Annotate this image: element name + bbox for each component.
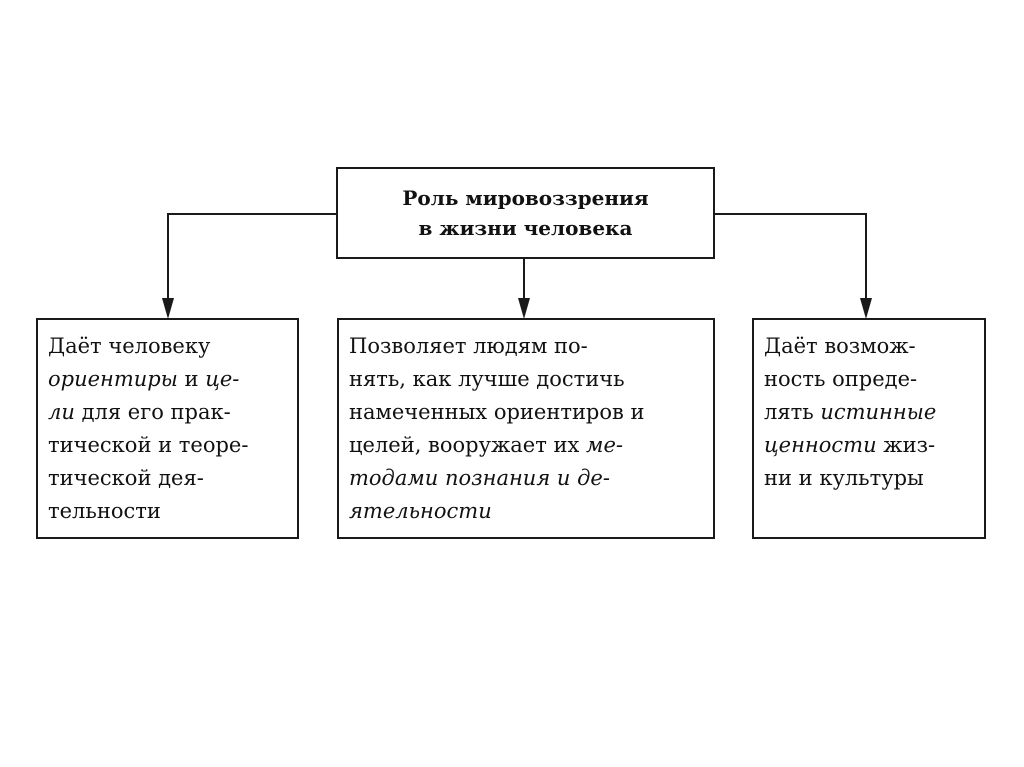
text-run: Даёт возмож- [764,334,916,358]
root-node: Роль мировоззрения в жизни человека [336,167,715,259]
text-line: намеченных ориентиров и [349,396,645,429]
arrowhead-left-icon [162,298,174,319]
node-text: Позволяет людям по-нять, как лучше дости… [349,330,645,528]
text-run: целей, вооружает их [349,433,587,457]
arrowhead-right-icon [860,298,872,319]
child-node-left: Даёт человеку ориентиры и це-ли для его п… [36,318,299,539]
text-line: ни и культуры [764,462,936,495]
connector-right [715,213,867,306]
text-line: Позволяет людям по- [349,330,645,363]
text-line: тельности [48,495,248,528]
emphasized-text: ценности [764,433,877,457]
text-run: тической дея- [48,466,204,490]
emphasized-text: ятельности [349,499,492,523]
text-line: Даёт человеку [48,330,248,363]
emphasized-text: истинные [820,400,937,424]
emphasized-text: тодами познания и де- [349,466,610,490]
root-line-1: Роль мировоззрения [402,186,649,210]
text-run: намеченных ориентиров и [349,400,645,424]
text-run: и [177,367,206,391]
child-node-middle: Позволяет людям по-нять, как лучше дости… [337,318,715,539]
text-line: Даёт возмож- [764,330,936,363]
node-text: Даёт человеку ориентиры и це-ли для его п… [48,330,248,528]
text-run: жиз- [876,433,936,457]
text-run: тельности [48,499,161,523]
text-run: ность опреде- [764,367,918,391]
emphasized-text: ориентиры [48,367,178,391]
text-line: тической и теоре- [48,429,248,462]
text-line: ли для его прак- [48,396,248,429]
root-line-2: в жизни человека [418,216,633,240]
emphasized-text: ли [48,400,75,424]
connector-left [167,213,336,306]
text-line: нять, как лучше достичь [349,363,645,396]
text-line: целей, вооружает их ме- [349,429,645,462]
text-line: ность опреде- [764,363,936,396]
text-line: ценности жиз- [764,429,936,462]
text-run: Даёт человеку [48,334,211,358]
text-line: ориентиры и це- [48,363,248,396]
text-run: тической и теоре- [48,433,249,457]
text-line: тодами познания и де- [349,462,645,495]
text-line: ятельности [349,495,645,528]
text-run: нять, как лучше достичь [349,367,625,391]
text-run: для его прак- [74,400,231,424]
text-line: тической дея- [48,462,248,495]
text-run: ни и культуры [764,466,924,490]
emphasized-text: це- [205,367,240,391]
text-line: лять истинные [764,396,936,429]
text-run: Позволяет людям по- [349,334,588,358]
text-run: лять [764,400,821,424]
arrowhead-middle-icon [518,298,530,319]
emphasized-text: ме- [586,433,623,457]
